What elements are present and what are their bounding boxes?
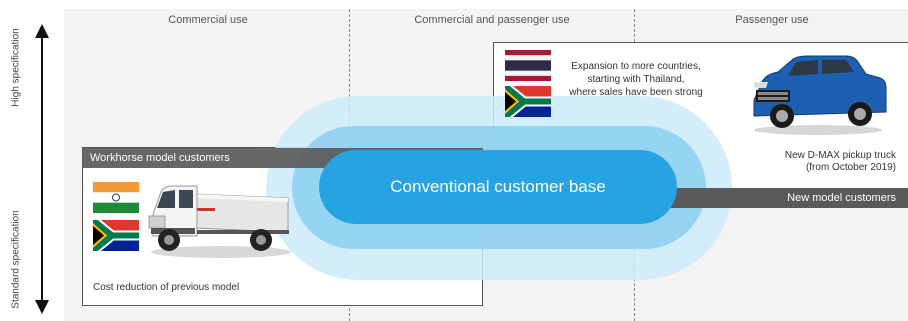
expansion-note: Expansion to more countries, starting wi… — [556, 60, 716, 99]
thailand-flag — [505, 50, 551, 81]
column-header-commercial: Commercial use — [168, 14, 248, 26]
blue-pickup-illustration — [753, 55, 887, 135]
new-dmax-line-1: New D-MAX pickup truck — [784, 150, 896, 161]
expansion-line-1: Expansion to more countries, — [571, 61, 701, 72]
axis-label-high: High specification — [10, 28, 22, 107]
india-flag — [93, 182, 139, 213]
new-dmax-note: New D-MAX pickup truck (from October 201… — [720, 150, 896, 174]
new-dmax-line-2: (from October 2019) — [805, 162, 896, 173]
specification-axis-arrow — [35, 24, 49, 314]
column-header-passenger: Passenger use — [735, 14, 809, 26]
new-model-bar: New model customers — [660, 188, 908, 208]
south-africa-flag — [505, 86, 551, 117]
conventional-customer-base: Conventional customer base — [319, 150, 677, 224]
south-africa-flag — [93, 220, 139, 251]
axis-label-standard: Standard specification — [10, 210, 22, 309]
core-label: Conventional customer base — [390, 177, 606, 196]
white-truck-illustration — [148, 185, 291, 258]
expansion-line-3: where sales have been strong — [569, 87, 703, 98]
column-header-commercial-passenger: Commercial and passenger use — [414, 14, 570, 26]
expansion-line-2: starting with Thailand, — [587, 74, 685, 85]
workhorse-note: Cost reduction of previous model — [93, 282, 240, 293]
